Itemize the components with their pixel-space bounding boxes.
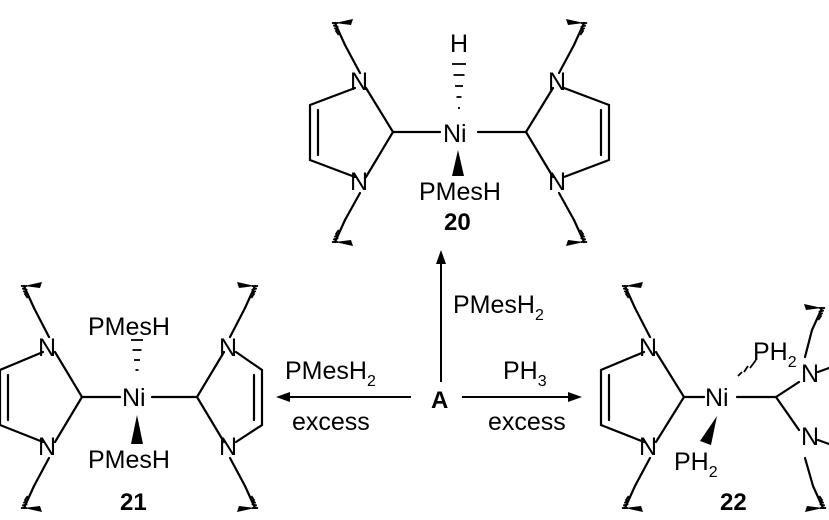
tbu-group <box>19 484 44 514</box>
n-tbu-bond <box>32 306 51 339</box>
n-tbu-bond <box>343 191 362 222</box>
tbu-group <box>620 484 645 514</box>
n-tbu-bond <box>557 43 576 75</box>
n-label: N <box>801 423 819 451</box>
ni-label: Ni <box>122 384 146 412</box>
compound-number: 21 <box>120 489 147 516</box>
n-tbu-bond <box>557 191 576 222</box>
reagent-label: PH3 <box>503 357 547 390</box>
pmesh-label: PMesH <box>419 178 501 206</box>
n-label: N <box>350 68 368 96</box>
n-label: N <box>639 433 657 461</box>
tbu-group <box>330 17 355 47</box>
pmesh-label: PMesH <box>88 446 170 474</box>
ni-p-hashed-bond <box>131 339 143 371</box>
ni-h-hashed-bond <box>452 63 466 109</box>
tbu-group <box>19 280 44 310</box>
ring-bond <box>0 350 45 444</box>
ring-bond <box>654 350 686 444</box>
tbu-group <box>330 218 355 248</box>
compound-22: Ni N N N N PH2 PH2 22 <box>599 280 829 516</box>
n-label: N <box>219 433 237 461</box>
tbu-group <box>620 280 645 310</box>
ni-label: Ni <box>705 384 729 412</box>
ni-p-wedge-bond <box>452 150 464 176</box>
reagent-label: PMesH2 <box>285 357 376 390</box>
n-tbu-bond <box>633 456 652 488</box>
ring-bond <box>234 350 264 444</box>
n-tbu-bond <box>803 328 814 359</box>
ring-bond <box>599 350 646 444</box>
n-label: N <box>548 168 566 196</box>
n-label: N <box>801 360 819 388</box>
ring-bond <box>524 86 555 179</box>
pmesh-label: PMesH <box>88 313 170 341</box>
ph2-label: PH2 <box>674 448 718 481</box>
condition-label: excess <box>292 408 370 436</box>
arrow-to-20: PMesH2 <box>436 250 544 382</box>
ni-p-wedge-bond <box>131 415 143 444</box>
n-label: N <box>38 433 56 461</box>
n-tbu-bond <box>228 306 247 339</box>
ni-p-hashed-bond <box>737 359 757 377</box>
compound-20: H Ni N N N N PMesH 20 <box>308 17 611 248</box>
ring-bond <box>816 438 829 446</box>
condition-label: excess <box>488 408 566 436</box>
ni-label: Ni <box>443 120 467 148</box>
start-label-a: A <box>431 387 448 414</box>
n-label: N <box>219 334 237 362</box>
tbu-group <box>564 17 589 47</box>
tbu-group <box>803 484 828 514</box>
tbu-group <box>564 218 589 248</box>
ring-bond <box>364 86 395 179</box>
tbu-group <box>235 280 260 310</box>
ring-bond <box>774 380 801 432</box>
compound-number: 22 <box>720 489 747 516</box>
ni-p-wedge-bond <box>700 416 717 445</box>
h-label: H <box>450 30 468 58</box>
n-tbu-bond <box>228 456 247 488</box>
reagent-label: PMesH2 <box>453 291 544 324</box>
compound-21: Ni N N N N PMesH PMesH 21 <box>0 280 264 516</box>
n-tbu-bond <box>633 306 652 339</box>
tbu-group <box>802 302 827 332</box>
ring-bond <box>562 86 611 179</box>
arrow-to-21: PMesH2 excess <box>276 357 411 436</box>
n-tbu-bond <box>32 456 51 488</box>
n-tbu-bond <box>343 43 362 75</box>
tbu-group <box>235 484 260 514</box>
ring-bond <box>816 366 829 374</box>
ring-bond <box>308 86 357 179</box>
ring-bond <box>195 350 226 444</box>
n-label: N <box>639 334 657 362</box>
compound-number: 20 <box>444 209 471 236</box>
n-label: N <box>548 68 566 96</box>
arrow-to-22: PH3 excess <box>462 357 582 436</box>
ring-bond <box>53 350 84 444</box>
n-tbu-bond <box>803 456 815 488</box>
ph2-label: PH2 <box>753 338 797 371</box>
n-label: N <box>350 168 368 196</box>
n-label: N <box>38 334 56 362</box>
